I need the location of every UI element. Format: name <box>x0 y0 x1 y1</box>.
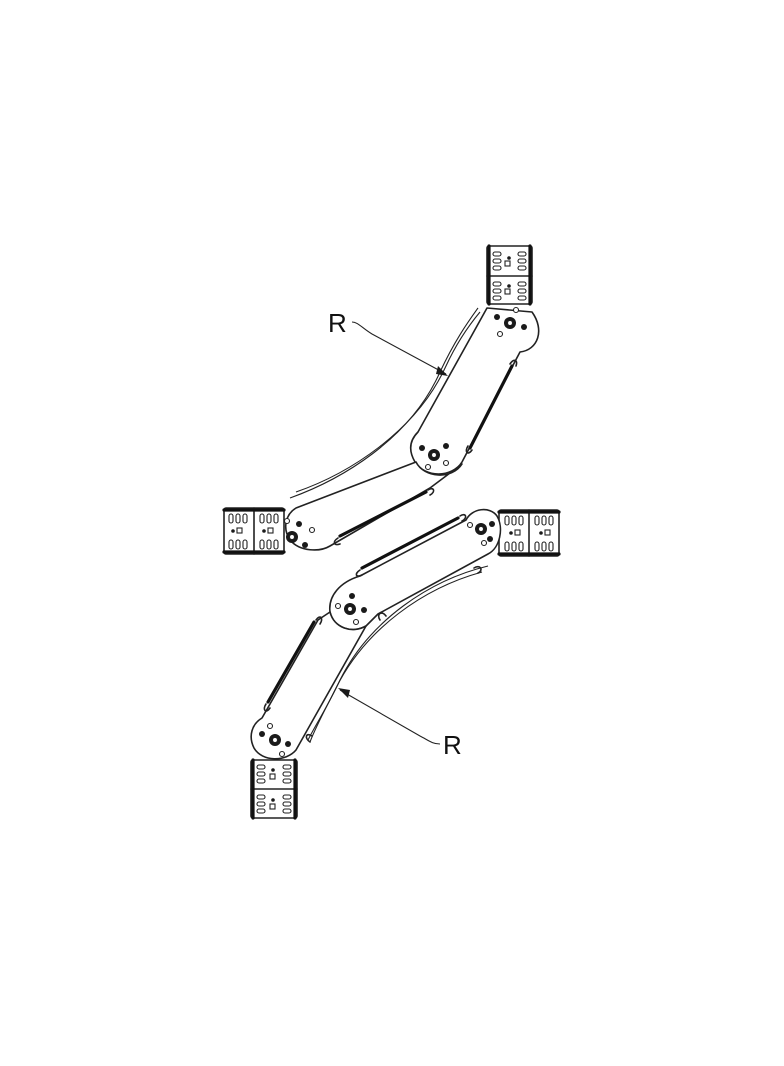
lower-radius-curve-inner <box>309 571 483 743</box>
upper-radius-curve-outer <box>289 307 479 499</box>
upper-bend-assembly: R <box>222 244 540 555</box>
lower-link-2 <box>250 611 367 760</box>
upper-leader-arrowhead <box>436 366 448 376</box>
lower-radius-leader <box>339 689 441 745</box>
upper-top-end-piece <box>486 244 533 306</box>
upper-radius-leader <box>351 321 447 375</box>
lower-right-end-piece <box>497 509 561 557</box>
lower-radius-curve-outer <box>307 565 489 741</box>
upper-link-2 <box>283 461 463 551</box>
lower-bend-assembly: R <box>250 508 561 820</box>
upper-radius-curve-inner <box>295 311 481 493</box>
upper-left-end-piece <box>222 507 286 555</box>
lower-leader-arrowhead <box>338 688 350 698</box>
lower-radius-label: R <box>443 730 462 760</box>
upper-link-1 <box>409 306 540 475</box>
upper-radius-label: R <box>328 308 347 338</box>
lower-bottom-end-piece <box>250 758 298 820</box>
